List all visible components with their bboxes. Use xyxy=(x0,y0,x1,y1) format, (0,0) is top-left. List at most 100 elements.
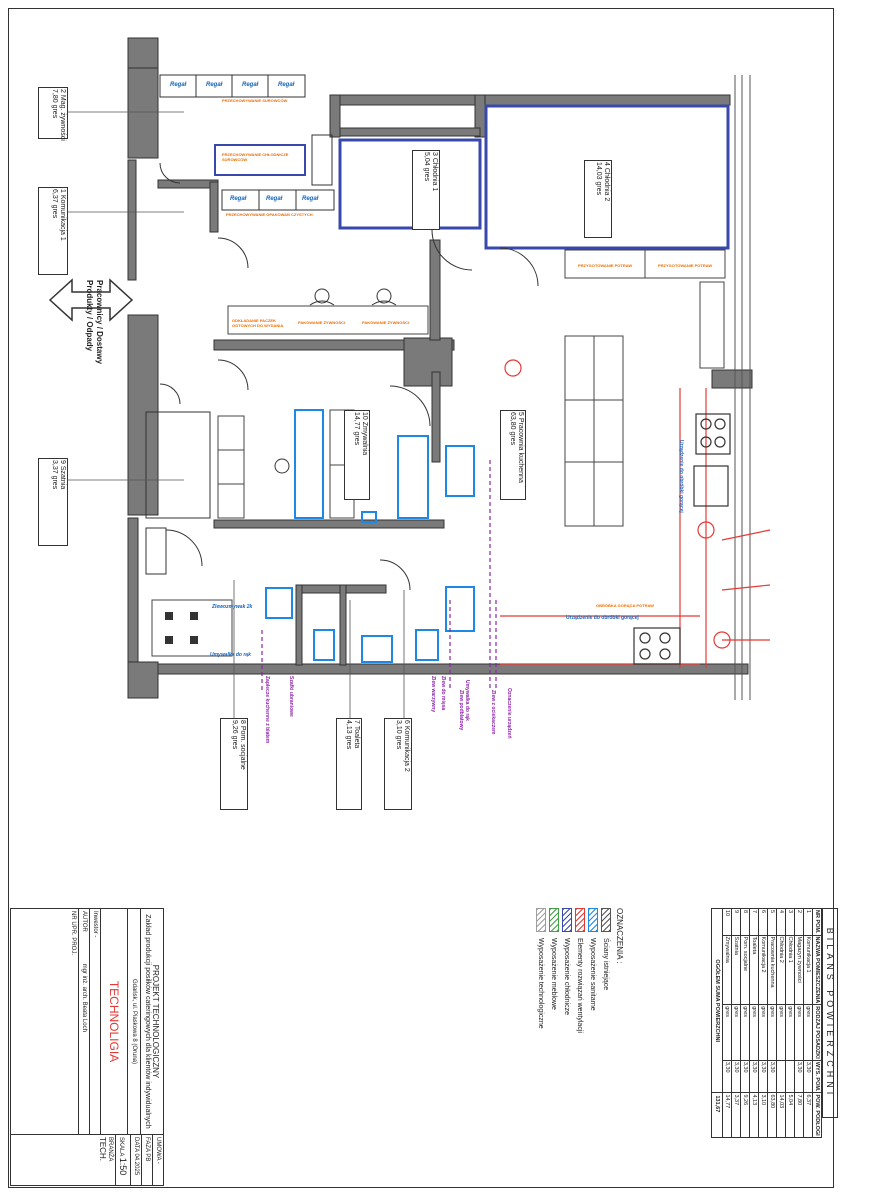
label-przech-surowcow: PRZECHOWYWANIE SUROWCÓW xyxy=(222,98,288,103)
shelf-label-4: Regał xyxy=(278,82,295,88)
bilans-cell: 10 xyxy=(722,908,732,936)
bilans-cell: 5,04 xyxy=(785,1092,795,1138)
room-label-2: 2 Mag. żywności 7,80 gres xyxy=(38,87,68,141)
tb-drawing: TECHNOLIGIA xyxy=(100,909,127,1134)
room-area: 3,37 xyxy=(51,460,58,474)
room-no: 7 xyxy=(353,720,360,724)
bilans-cell: 3,30 xyxy=(731,1060,741,1093)
entrance-arrow-icon xyxy=(48,278,134,322)
room-name: Komunikacja 1 xyxy=(59,194,66,241)
tb-address: Gdańsk, ul. Piaskowa 8 (Oruna) xyxy=(127,909,140,1134)
bilans-cell: gres xyxy=(731,1004,741,1061)
bilans-cell: Pracownia kuchenna xyxy=(767,935,777,1005)
room-label-6: 6 Komunikacja 2 3,10 gres xyxy=(384,718,412,810)
room-floor: gres xyxy=(345,735,352,750)
bilans-cell: 2 xyxy=(794,908,804,936)
room-floor: gres xyxy=(509,431,516,446)
room-label-4: 4 Chłodnia 2 14,03 gres xyxy=(584,160,612,238)
cold-rooms xyxy=(338,104,730,250)
tb-faza-value: PB xyxy=(144,1153,150,1162)
label-zlew-ociekacz: Zlew z ociekaczem xyxy=(490,690,496,735)
label-obrobka-goraca: OBRÓBKA GORĄCA POTRAW xyxy=(596,603,654,608)
room-floor: gres xyxy=(51,204,58,219)
bilans-cell: 3,30 xyxy=(794,1060,804,1093)
bilans-cell xyxy=(785,1060,795,1093)
tb-subject: Zakład produkcji posiłków cateringowych … xyxy=(144,914,151,1129)
room-area: 9,26 xyxy=(231,720,238,734)
bilans-cell: Chłodnia 2 xyxy=(776,935,786,1005)
bilans-cell: gres xyxy=(767,1004,777,1061)
label-potraw-2: PRZYGOTOWANIE POTRAW xyxy=(658,263,713,268)
legend-item: Elementy rozwiązań wentylacji xyxy=(575,908,585,1108)
bilans-cell: gres xyxy=(722,1004,732,1061)
tb-data-label: DATA xyxy=(133,1137,139,1152)
room-label-10: 10 Zmywalnia 14,77 gres xyxy=(344,410,370,500)
legend-swatch xyxy=(549,908,559,932)
legend-swatch xyxy=(562,908,572,932)
label-odkladanie: ODKŁADANIE PACZEK GOTOWYCH DO WYDANIA xyxy=(232,318,284,328)
chairs xyxy=(165,612,198,644)
bilans-cell: 3,30 xyxy=(758,1060,768,1093)
room-name: Pom. socjalne xyxy=(239,725,246,770)
bilans-cell: 7,80 xyxy=(794,1092,804,1138)
bilans-cell: gres xyxy=(749,1004,759,1061)
bilans-cell: 3,37 xyxy=(731,1092,741,1138)
bilans-cell: 3,30 xyxy=(740,1060,750,1093)
bilans-cell: Komunikacja 2 xyxy=(758,935,768,1005)
bilans-cell: 14,77 xyxy=(722,1092,732,1138)
label-umywalka: Umywalka do rąk xyxy=(210,652,251,658)
drains xyxy=(261,460,497,690)
room-label-8: 8 Pom. socjalne 9,26 gres xyxy=(220,718,248,810)
bilans-cell: Pom. socjalne xyxy=(740,935,750,1005)
bilans-header: RODZAJ POSADZKI xyxy=(812,1004,822,1061)
title-block: PROJEKT TECHNOLOGICZNY Zakład produkcji … xyxy=(10,908,164,1186)
legend-label: Wyposażenie chłodnicze xyxy=(563,938,571,1015)
tb-data-value: 04.2025 xyxy=(133,1153,139,1176)
tb-investor-value: - xyxy=(92,935,98,938)
label-zlewozmywak: Zlewozmywak 2k xyxy=(212,604,253,610)
room-floor: gres xyxy=(51,104,58,119)
shelves xyxy=(159,74,335,211)
tb-nr: NR UPR. PROJ. xyxy=(70,911,76,956)
bilans-cell: gres xyxy=(740,1004,750,1061)
room-label-9: 9 Szatnia 3,37 gres xyxy=(38,458,68,546)
room-area: 3,10 xyxy=(395,720,402,734)
bilans-cell: 3,10 xyxy=(758,1092,768,1138)
bilans-cell: Chłodnia 1 xyxy=(785,935,795,1005)
room-name: Pracownia kuchenna xyxy=(517,417,524,483)
room-no: 4 xyxy=(603,162,610,166)
entrance-label: Pracownicy / Dostawy Produkty / Odpady xyxy=(85,280,104,365)
legend-label: Wyposażenie technologiczne xyxy=(537,938,545,1029)
bilans-cell: gres xyxy=(803,1004,813,1061)
room-no: 5 xyxy=(517,412,524,416)
bilans-total-row: OGÓŁEM SUMA POWIERZCHNI 131,67 xyxy=(711,908,723,1138)
bilans-cell: gres xyxy=(794,1004,804,1061)
room-area: 14,77 xyxy=(353,412,360,430)
bilans-total-value: 131,67 xyxy=(711,1092,723,1138)
bilans-title: BILANS POWIERZCHNI xyxy=(822,908,838,1118)
legend-swatch xyxy=(536,908,546,932)
bilans-header: NAZWA POMIESZCZENIA xyxy=(812,935,822,1005)
legend-item: Wyposażenie chłodnicze xyxy=(562,908,572,1108)
room-name: Zmywalnia xyxy=(361,421,368,456)
bilans-cell: 8 xyxy=(740,908,750,936)
room-area: 7,80 xyxy=(51,89,58,103)
room-label-5: 5 Pracownia kuchenna 63,80 gres xyxy=(500,410,526,500)
room-no: 2 xyxy=(59,89,66,93)
label-pakowanie-1: PAKOWANIE ŻYWNOŚCI xyxy=(298,320,346,325)
room-name: Komunikacja 2 xyxy=(403,725,410,772)
sanitary xyxy=(265,409,475,663)
bilans-cell: 63,80 xyxy=(767,1092,777,1138)
bilans-cell: gres xyxy=(758,1004,768,1061)
legend-item: Wyposażenie technologiczne xyxy=(536,908,546,1108)
legend-label: Wyposażenie sanitarne xyxy=(589,938,597,1011)
bilans-cell: 3,30 xyxy=(749,1060,759,1093)
shelf-label-5: Regał xyxy=(230,196,247,202)
bilans-grid: NR POM. NAZWA POMIESZCZENIA RODZAJ POSAD… xyxy=(711,908,822,1138)
shelf-label-6: Regał xyxy=(266,196,283,202)
legend-label: Ściany istniejące xyxy=(602,938,610,991)
doors xyxy=(159,162,539,591)
